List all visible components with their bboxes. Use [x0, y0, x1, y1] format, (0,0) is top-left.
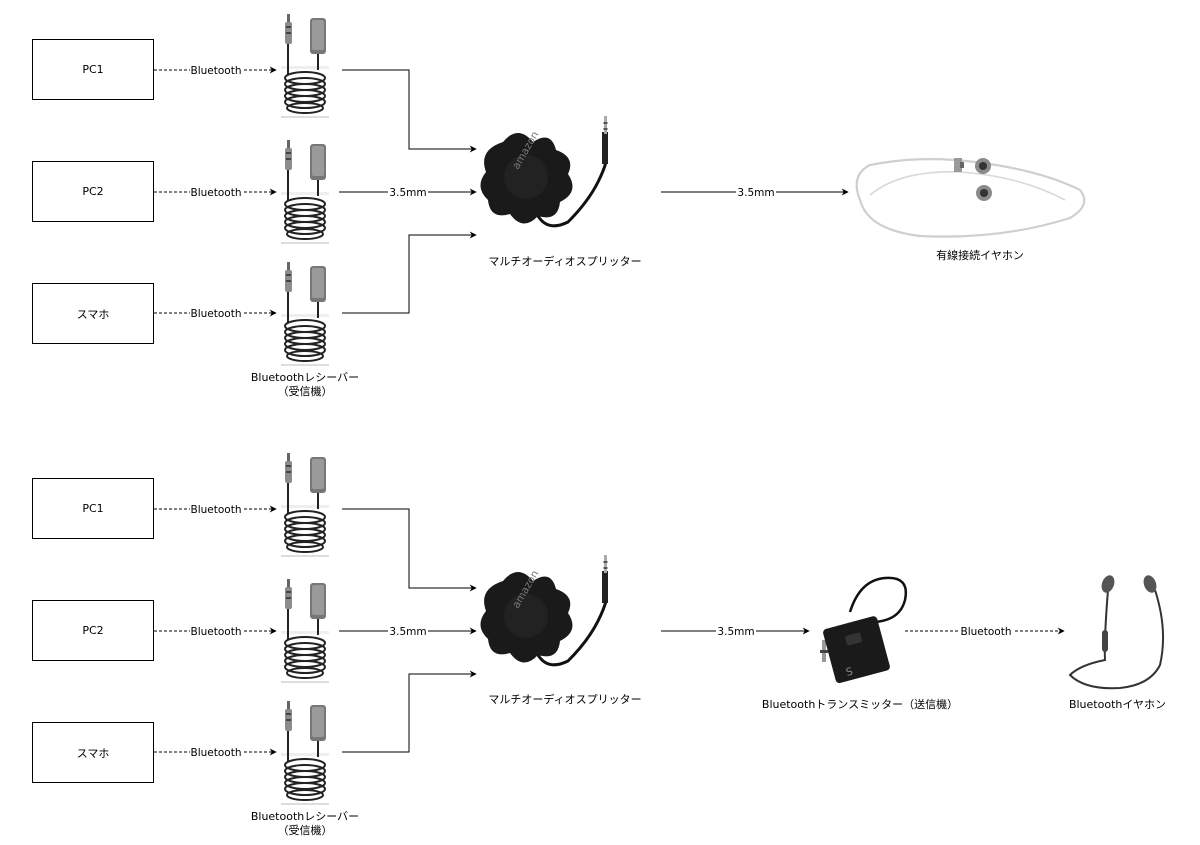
- receiver-label-line1: Bluetoothレシーバー: [250, 371, 360, 384]
- bt-receiver-3-top: [280, 261, 330, 367]
- receiver-label-line2: （受信機）: [277, 824, 333, 837]
- bt-arrows-bottom: Bluetooth Bluetooth Bluetooth: [154, 502, 277, 759]
- bt-label: Bluetooth: [191, 65, 242, 77]
- source-label: スマホ: [76, 307, 110, 321]
- source-box-pc1-bottom: PC1: [32, 478, 154, 539]
- bt-receiver-1-top: [280, 13, 330, 119]
- receiver-label-line2: （受信機）: [277, 385, 333, 398]
- wired-earphone-image: [855, 158, 1086, 238]
- bt-label: Bluetooth: [191, 626, 242, 638]
- source-label: スマホ: [76, 746, 110, 760]
- output-cable-label: 3.5mm: [737, 187, 774, 199]
- source-label: PC1: [82, 502, 104, 515]
- source-label: PC2: [82, 624, 104, 637]
- source-box-smartphone-top: スマホ: [32, 283, 154, 344]
- bt-earphone-image: [1068, 575, 1164, 690]
- source-box-smartphone-bottom: スマホ: [32, 722, 154, 783]
- bt-label: Bluetooth: [191, 187, 242, 199]
- wired-earphone-label: 有線接続イヤホン: [936, 249, 1024, 262]
- source-box-pc1-top: PC1: [32, 39, 154, 100]
- bt-earphone-label: Bluetoothイヤホン: [1068, 698, 1167, 711]
- output-cable-label: 3.5mm: [717, 626, 754, 638]
- transmitter-label: Bluetoothトランスミッター（送信機）: [761, 698, 959, 711]
- splitter-label-top: マルチオーディオスプリッター: [488, 255, 642, 268]
- receiver-label-line1: Bluetoothレシーバー: [250, 810, 360, 823]
- transmitter-bt-label: Bluetooth: [961, 626, 1012, 638]
- source-box-pc2-bottom: PC2: [32, 600, 154, 661]
- splitter-top: [478, 114, 610, 228]
- bt-label: Bluetooth: [191, 504, 242, 516]
- transmitter-bt-arrow: Bluetooth: [905, 624, 1065, 638]
- bt-transmitter-image: S: [820, 576, 908, 684]
- receiver-label-bottom: Bluetoothレシーバー （受信機）: [240, 810, 370, 838]
- svg-text:S: S: [845, 666, 855, 679]
- cable-lines-bottom: 3.5mm: [339, 508, 477, 753]
- source-box-pc2-top: PC2: [32, 161, 154, 222]
- bt-receiver-1-bottom: [280, 452, 330, 558]
- bt-label: Bluetooth: [191, 747, 242, 759]
- bt-receiver-2-bottom: [280, 578, 330, 684]
- cable-lines-top: 3.5mm: [339, 69, 477, 314]
- receiver-label-top: Bluetoothレシーバー （受信機）: [240, 371, 370, 399]
- output-arrow-bottom: 3.5mm: [661, 624, 810, 638]
- bt-receiver-2-top: [280, 139, 330, 245]
- cable-label: 3.5mm: [389, 187, 426, 199]
- output-arrow-top: 3.5mm: [661, 185, 849, 199]
- splitter-label-bottom: マルチオーディオスプリッター: [488, 693, 642, 706]
- cable-label: 3.5mm: [389, 626, 426, 638]
- bt-arrows-top: Bluetooth Bluetooth Bluetooth: [154, 63, 277, 320]
- bt-label: Bluetooth: [191, 308, 242, 320]
- splitter-bottom: [478, 553, 610, 667]
- source-label: PC2: [82, 185, 104, 198]
- source-label: PC1: [82, 63, 104, 76]
- bt-receiver-3-bottom: [280, 700, 330, 806]
